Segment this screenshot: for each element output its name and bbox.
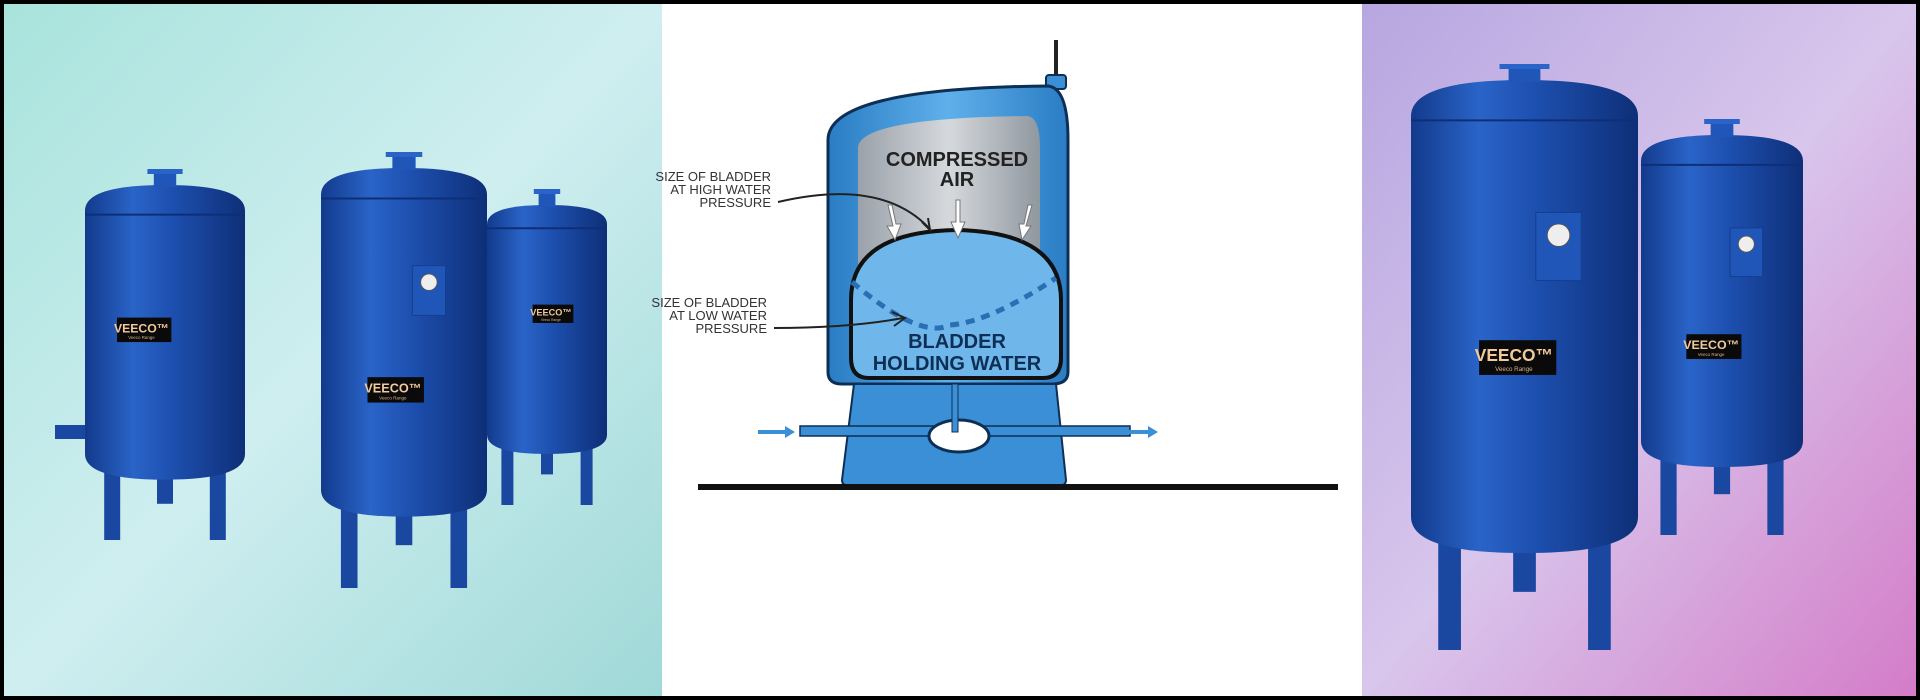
- svg-text:VEECO™: VEECO™: [1475, 345, 1553, 365]
- svg-text:VEECO™: VEECO™: [530, 308, 571, 318]
- svg-text:Veeco Range: Veeco Range: [1495, 366, 1533, 373]
- high-pressure-label-3: PRESSURE: [699, 195, 771, 210]
- tank-top-port: [1508, 66, 1541, 82]
- tank-leg: [1588, 516, 1611, 650]
- tank-leg: [450, 490, 468, 588]
- pressure-arrows: [886, 199, 1033, 242]
- bladder-label-2: HOLDING WATER: [873, 353, 1042, 375]
- tank-leg: [580, 434, 593, 505]
- tank-body: [1411, 80, 1638, 554]
- svg-text:VEECO™: VEECO™: [114, 321, 169, 335]
- pressure-gauge-icon: [1546, 223, 1571, 248]
- tank-leg: [340, 490, 358, 588]
- tank-leg: [1767, 441, 1784, 535]
- bladder-tank-diagram: COMPRESSED AIR BLADDER HOLDING WATER SIZ…: [651, 40, 1338, 490]
- svg-text:Veeco Range: Veeco Range: [541, 318, 561, 322]
- tank-top-port: [392, 154, 416, 170]
- bladder-label: BLADDER: [908, 331, 1006, 353]
- tank-body: [321, 168, 487, 517]
- svg-text:VEECO™: VEECO™: [364, 381, 421, 395]
- svg-text:Veeco Range: Veeco Range: [1698, 352, 1725, 357]
- pressure-gauge-icon: [1737, 235, 1755, 253]
- svg-text:Veeco Range: Veeco Range: [128, 335, 155, 340]
- low-pressure-label-2: AT LOW WATER: [669, 308, 767, 323]
- tank-top-port: [153, 171, 177, 187]
- tank-leg: [1660, 441, 1677, 535]
- compressed-air-label-2: AIR: [940, 169, 975, 191]
- tank-leg: [501, 434, 514, 505]
- tank-leg: [1438, 516, 1461, 650]
- tank-body: [487, 205, 607, 454]
- tank-body: [1641, 135, 1803, 467]
- pressure-gauge-icon: [420, 273, 438, 292]
- tank-top-port: [1710, 121, 1734, 137]
- low-pressure-label-3: PRESSURE: [695, 321, 767, 336]
- tank-top-port: [538, 191, 556, 207]
- svg-text:Veeco Range: Veeco Range: [379, 396, 407, 401]
- compressed-air-label: COMPRESSED: [886, 149, 1028, 171]
- svg-text:VEECO™: VEECO™: [1683, 338, 1739, 352]
- low-pressure-label-1: SIZE OF BLADDER: [651, 295, 767, 310]
- high-pressure-label-1: SIZE OF BLADDER: [655, 169, 771, 184]
- high-pressure-label-2: AT HIGH WATER: [670, 182, 771, 197]
